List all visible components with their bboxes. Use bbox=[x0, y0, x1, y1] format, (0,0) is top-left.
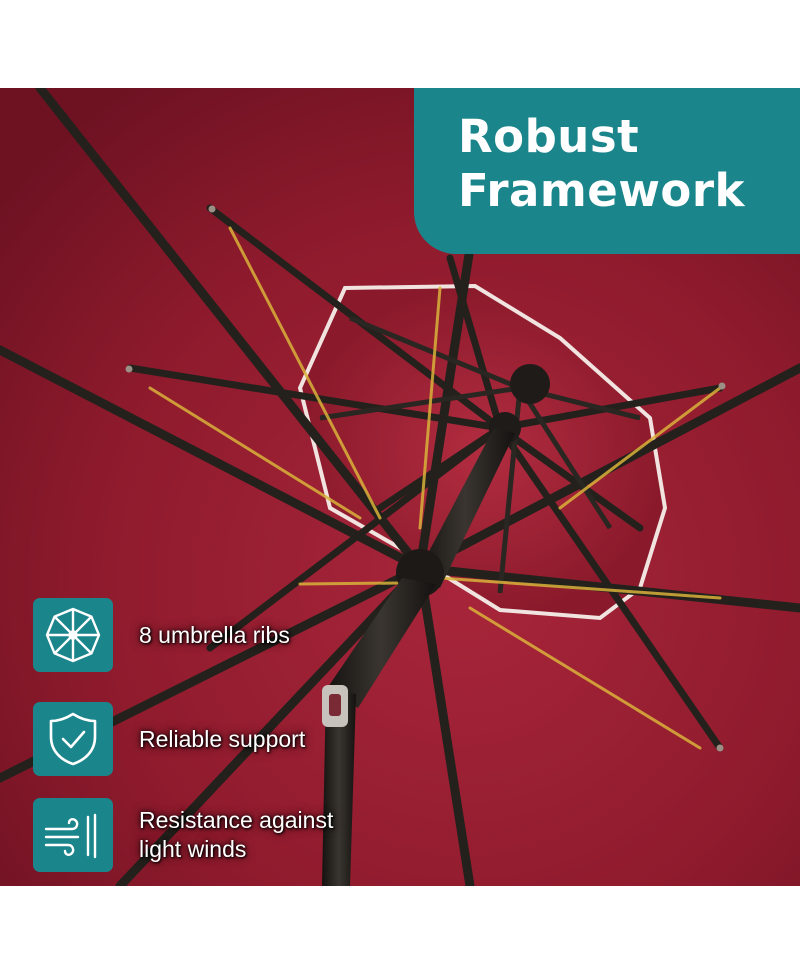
feature-wind-resistance-line-1: Resistance against bbox=[139, 807, 334, 833]
feature-wind-resistance-text: Resistance against light winds bbox=[139, 806, 333, 864]
feature-reliable-support-text: Reliable support bbox=[139, 725, 305, 754]
feature-wind-resistance-line-2: light winds bbox=[139, 836, 247, 862]
title-line-1: Robust bbox=[458, 110, 640, 163]
feature-umbrella-ribs-text: 8 umbrella ribs bbox=[139, 621, 290, 650]
feature-umbrella-ribs: 8 umbrella ribs bbox=[33, 598, 290, 672]
feature-reliable-support-label: Reliable support bbox=[139, 725, 306, 752]
feature-reliable-support: Reliable support bbox=[33, 702, 305, 776]
wind-resistance-icon bbox=[33, 798, 113, 872]
title-banner: Robust Framework bbox=[414, 88, 800, 254]
umbrella-ribs-icon bbox=[33, 598, 113, 672]
feature-wind-resistance: Resistance against light winds bbox=[33, 798, 333, 872]
feature-umbrella-ribs-label: 8 umbrella ribs bbox=[139, 621, 290, 648]
title-line-2: Framework bbox=[458, 164, 745, 217]
shield-check-icon bbox=[33, 702, 113, 776]
